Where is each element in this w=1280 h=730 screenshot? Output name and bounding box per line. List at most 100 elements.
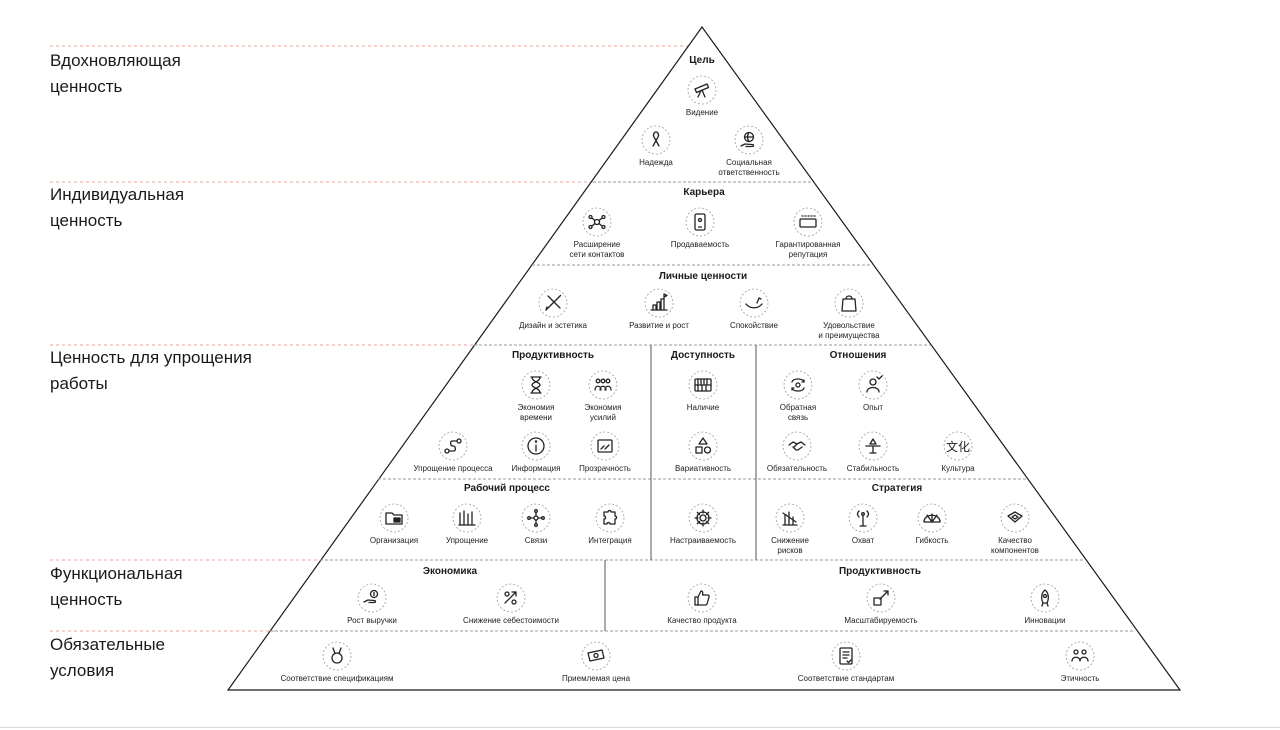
item-design-aesthetics: Дизайн и эстетика — [488, 288, 618, 331]
level-label-mandatory: Обязательные условия — [50, 635, 165, 680]
item-simplification: Упрощение — [402, 503, 532, 546]
item-flexibility: Гибкость — [867, 503, 997, 546]
level-label-individual: Индивидуальная ценность — [50, 185, 185, 230]
culture-glyph-icon: 文化 — [943, 431, 973, 461]
svg-text:文化: 文化 — [946, 439, 970, 454]
ribbon-icon — [641, 125, 671, 155]
banknote-icon — [581, 641, 611, 671]
item-product-quality: Качество продукта — [637, 583, 767, 626]
item-variability: Вариативность — [638, 431, 768, 474]
item-spec-compliance: Соответствие спецификациям — [272, 641, 402, 684]
item-vision: Видение — [637, 75, 767, 118]
medal-icon — [322, 641, 352, 671]
cost-down-icon — [496, 583, 526, 613]
item-experience: Опыт — [808, 370, 938, 413]
item-scalability: Масштабируемость — [816, 583, 946, 626]
group-header-productivity: Продуктивность — [511, 350, 595, 361]
item-feedback: Обратная связь — [733, 370, 863, 423]
item-marketability: Продаваемость — [635, 207, 765, 250]
item-time-saving: Экономия времени — [471, 370, 601, 423]
document-check-icon — [831, 641, 861, 671]
bottom-rule — [0, 727, 1280, 728]
telescope-icon — [687, 75, 717, 105]
pyramid-triangle — [226, 25, 1182, 691]
item-integration: Интеграция — [545, 503, 675, 546]
antenna-icon — [848, 503, 878, 533]
item-acceptable-price: Приемлемая цена — [531, 641, 661, 684]
item-hope: Надежда — [591, 125, 721, 168]
phone-icon — [685, 207, 715, 237]
badge-person-icon — [858, 370, 888, 400]
pencil-ruler-icon — [538, 288, 568, 318]
shelf-icon — [688, 370, 718, 400]
group-header-relations: Отношения — [829, 350, 887, 361]
item-connections: Связи — [471, 503, 601, 546]
toolbox-icon — [452, 503, 482, 533]
item-guaranteed-reputation: Гарантированная репутация — [743, 207, 873, 260]
fan-icon — [917, 503, 947, 533]
item-cost-reduction: Снижение себестоимости — [446, 583, 576, 626]
group-header-economy: Экономика — [422, 566, 478, 577]
item-effort-saving: Экономия усилий — [538, 370, 668, 423]
hourglass-icon — [521, 370, 551, 400]
item-customizability: Настраиваемость — [638, 503, 768, 546]
item-innovations: Инновации — [980, 583, 1110, 626]
rocket-icon — [1030, 583, 1060, 613]
row-dividers — [270, 181, 1135, 632]
people-care-icon — [1065, 641, 1095, 671]
shapes-icon — [688, 431, 718, 461]
item-revenue-growth: Рост выручки — [307, 583, 437, 626]
item-commitment: Обязательность — [732, 431, 862, 474]
item-component-quality: Качество компонентов — [950, 503, 1080, 556]
money-hand-icon — [357, 583, 387, 613]
item-pleasure-benefits: Удовольствие и преимущества — [784, 288, 914, 341]
item-process-simplification: Упрощение процесса — [388, 431, 518, 474]
item-calmness: Спокойствие — [689, 288, 819, 331]
risk-chart-icon — [775, 503, 805, 533]
shopping-bag-icon — [834, 288, 864, 318]
item-coverage: Охват — [798, 503, 928, 546]
item-ethics: Этичность — [1015, 641, 1145, 684]
item-development-growth: Развитие и рост — [594, 288, 724, 331]
level-label-ease-of-work: Ценность для упрощения работы — [50, 348, 252, 393]
balance-icon — [858, 431, 888, 461]
growth-flag-icon — [644, 288, 674, 318]
stars-rating-icon — [793, 207, 823, 237]
group-header-personal-values: Личные ценности — [658, 271, 748, 282]
feedback-arrows-icon — [783, 370, 813, 400]
item-social-responsibility: Социальная ответственность — [684, 125, 814, 178]
hub-icon — [521, 503, 551, 533]
puzzle-icon — [595, 503, 625, 533]
item-availability: Наличие — [638, 370, 768, 413]
item-risk-reduction: Снижение рисков — [725, 503, 855, 556]
window-pane-icon — [590, 431, 620, 461]
group-header-strategy: Стратегия — [871, 483, 923, 494]
handshake-icon — [782, 431, 812, 461]
level-label-inspirational: Вдохновляющая ценность — [50, 51, 181, 96]
group-header-goal: Цель — [689, 55, 715, 66]
item-information: Информация — [471, 431, 601, 474]
item-stability: Стабильность — [808, 431, 938, 474]
group-header-productivity-functional: Продуктивность — [838, 566, 922, 577]
network-icon — [582, 207, 612, 237]
item-transparency: Прозрачность — [540, 431, 670, 474]
group-header-career: Карьера — [683, 187, 725, 198]
level-separators — [50, 45, 688, 632]
folder-icon — [379, 503, 409, 533]
info-icon — [521, 431, 551, 461]
scale-arrow-icon — [866, 583, 896, 613]
process-path-icon — [438, 431, 468, 461]
globe-hand-icon — [734, 125, 764, 155]
group-header-workflow: Рабочий процесс — [464, 483, 550, 494]
level-label-functional: Функциональная ценность — [50, 564, 183, 609]
item-organization: Организация — [329, 503, 459, 546]
item-standards-compliance: Соответствие стандартам — [781, 641, 911, 684]
chip-icon — [1000, 503, 1030, 533]
gear-icon — [688, 503, 718, 533]
group-header-accessibility: Доступность — [670, 350, 736, 361]
thumbs-up-icon — [687, 583, 717, 613]
column-dividers — [604, 345, 757, 631]
